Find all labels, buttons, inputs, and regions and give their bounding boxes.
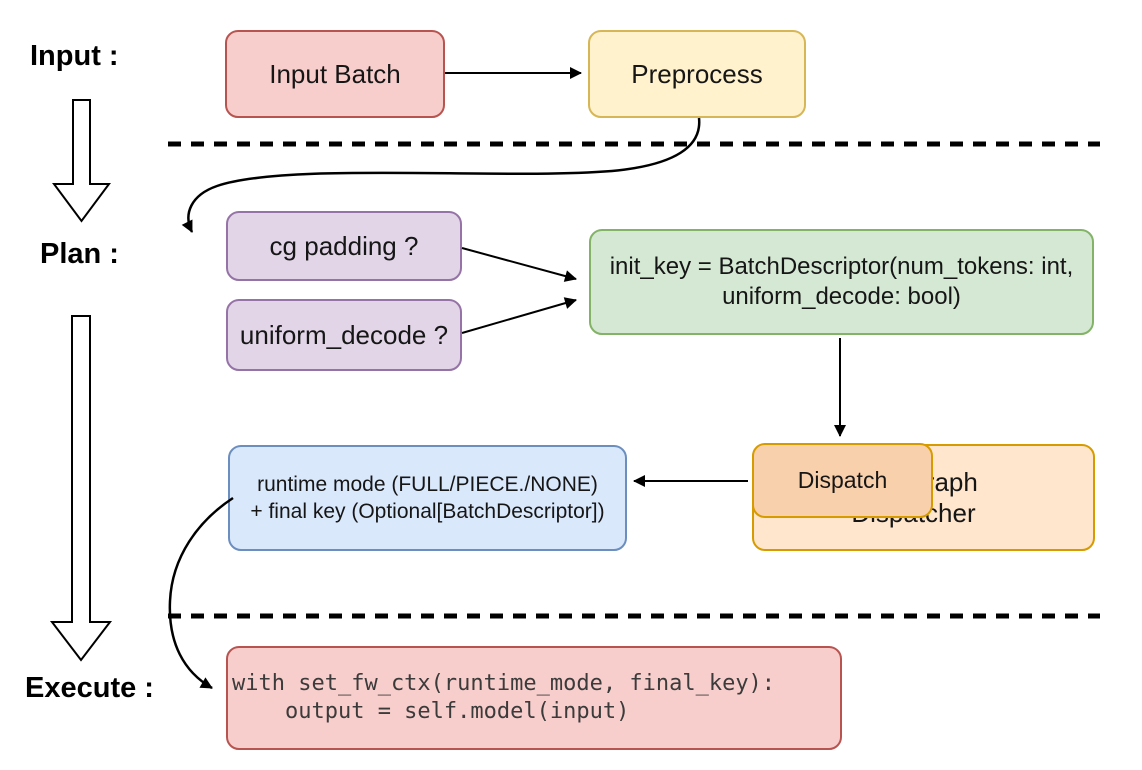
runtime-result-node: runtime mode (FULL/PIECE./NONE) + final …: [228, 445, 627, 551]
uniform-decode-label: uniform_decode ?: [239, 319, 449, 350]
init-key-line2: uniform_decode: bool): [722, 283, 961, 310]
execute-code-line2: output = self.model(input): [232, 699, 630, 724]
input-stage-label: Input :: [30, 40, 119, 72]
preprocess-label: Preprocess: [631, 58, 763, 89]
input-batch-label: Input Batch: [269, 58, 401, 89]
execute-code-line1: with set_fw_ctx(runtime_mode, final_key)…: [232, 671, 776, 696]
cg-padding-node: cg padding ?: [226, 211, 462, 281]
plan-stage-arrow: [49, 315, 113, 662]
uniform-decode-node: uniform_decode ?: [226, 299, 462, 371]
plan-stage-label: Plan :: [40, 238, 119, 270]
init-key-line1: init_key = BatchDescriptor(num_tokens: i…: [609, 253, 1074, 280]
preprocess-node: Preprocess: [588, 30, 806, 118]
input-stage-arrow: [52, 99, 111, 223]
input-batch-node: Input Batch: [225, 30, 445, 118]
runtime-result-line1: runtime mode (FULL/PIECE./NONE): [257, 473, 598, 496]
connector-runtime-executecode: [168, 496, 234, 690]
execute-code-node: with set_fw_ctx(runtime_mode, final_key)…: [226, 646, 842, 750]
connector-uniformdecode-initkey: [461, 297, 577, 334]
runtime-result-line2: + final key (Optional[BatchDescriptor]): [250, 500, 605, 523]
execute-stage-label: Execute :: [25, 672, 154, 704]
init-key-node: init_key = BatchDescriptor(num_tokens: i…: [589, 229, 1094, 335]
connector-cgpadding-initkey: [461, 247, 577, 282]
cg-padding-label: cg padding ?: [269, 230, 419, 261]
dispatch-node: Dispatch: [752, 443, 933, 518]
dispatch-label: Dispatch: [797, 467, 888, 494]
